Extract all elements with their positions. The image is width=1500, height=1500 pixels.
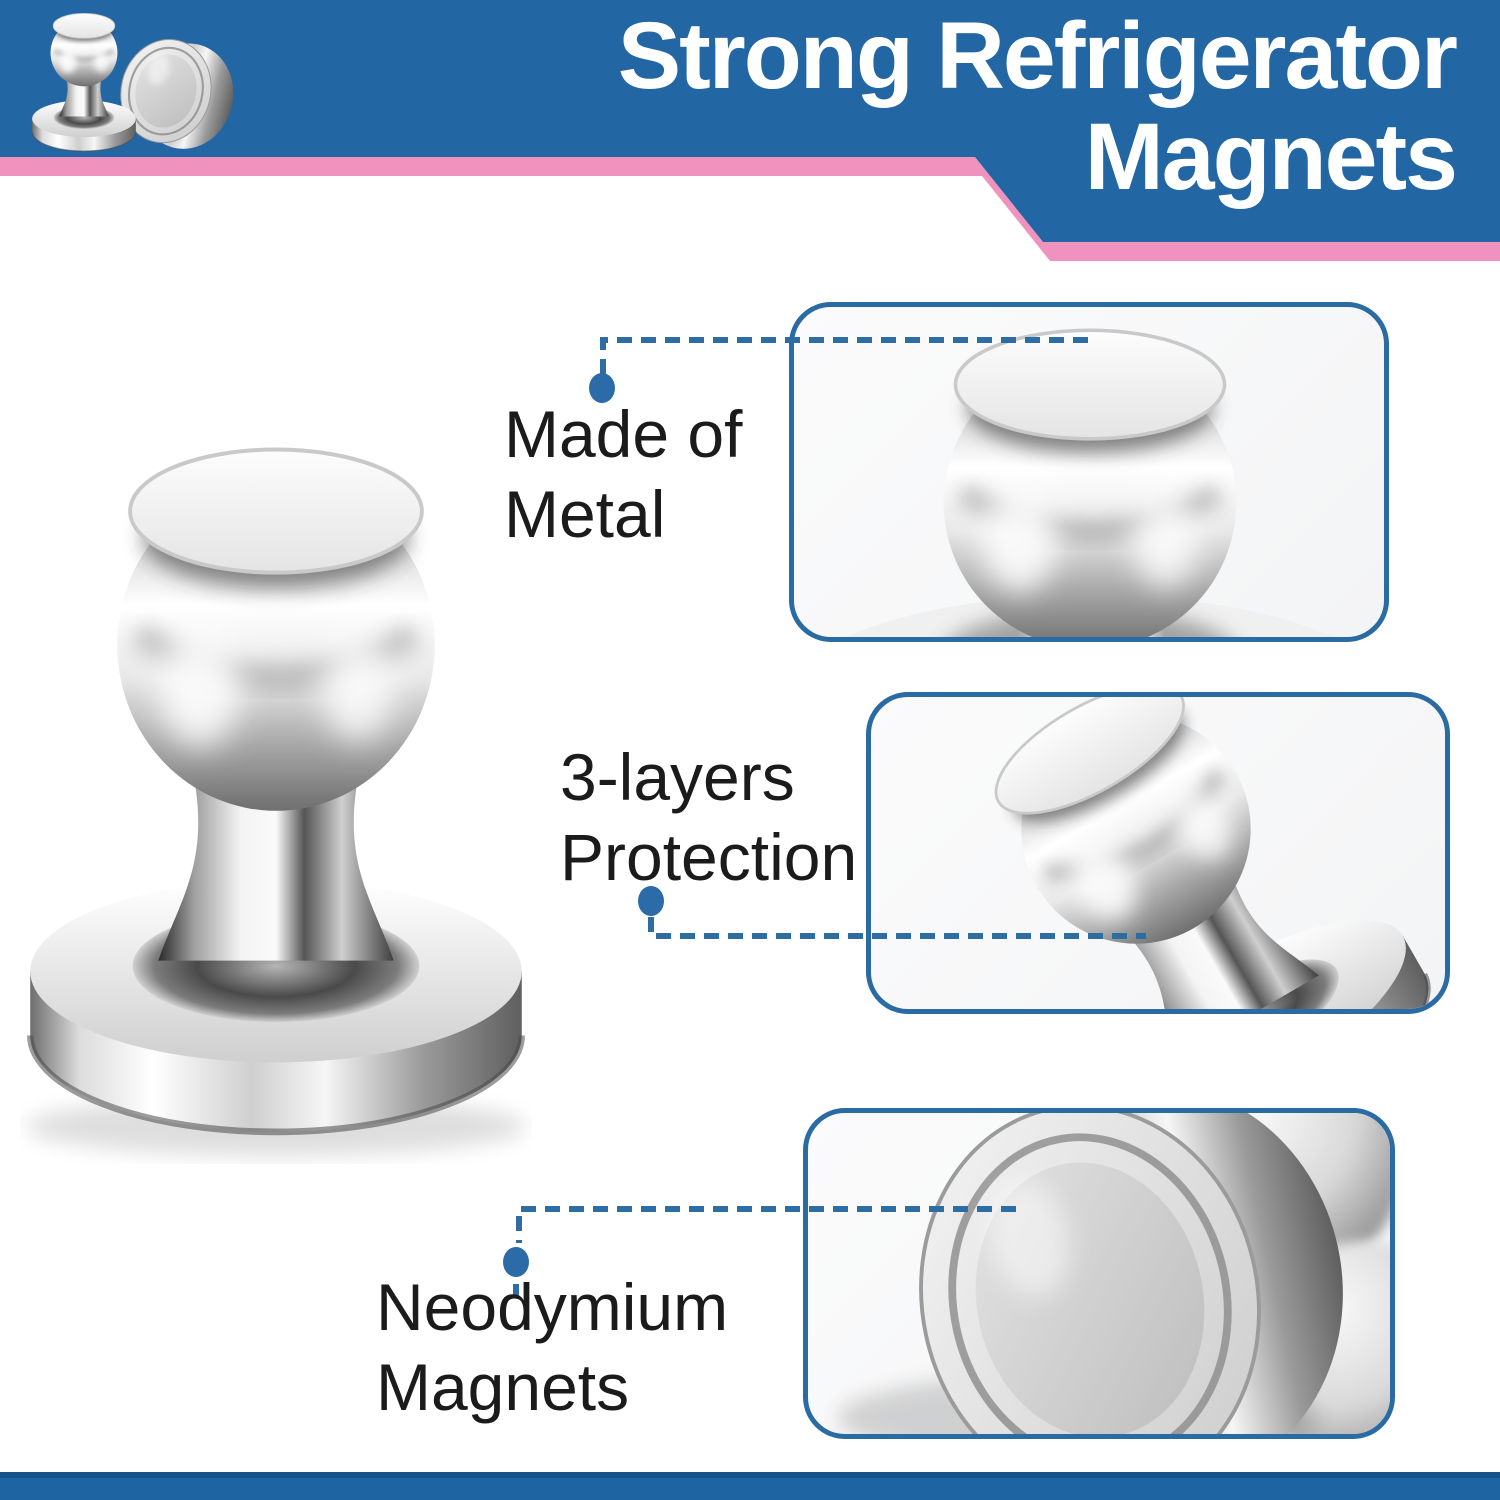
feature-panel-metal [789, 302, 1389, 642]
header-product-thumb [18, 0, 258, 160]
callout-label-line: 3-layers [560, 740, 795, 814]
page-title-line2: Magnets [1084, 104, 1458, 210]
page-title: Strong Refrigerator Magnets [617, 3, 1458, 210]
magnet-base-photo [838, 1113, 1390, 1434]
page-title-line1: Strong Refrigerator [617, 3, 1458, 109]
callout-label-protection: 3-layers Protection [560, 737, 857, 897]
callout-label-neodymium: Neodymium Magnets [376, 1267, 728, 1427]
magnet-body-photo [871, 697, 1445, 1009]
feature-panel-neodymium [803, 1108, 1395, 1439]
feature-panel-protection [866, 692, 1450, 1014]
callout-label-line: Protection [560, 820, 858, 894]
pushpin-magnet-icon [32, 13, 136, 151]
header-pink-stripe [0, 157, 1500, 261]
header-banner [0, 0, 1500, 261]
footer-stripe [0, 1472, 1500, 1500]
main-product-photo [20, 388, 532, 1156]
magnet-head-photo [846, 307, 1334, 637]
header-blue-banner [0, 0, 1500, 242]
callout-label-line: Neodymium [376, 1270, 729, 1344]
callout-label-line: Magnets [376, 1350, 630, 1424]
callout-label-line: Made of [504, 397, 743, 471]
callout-label-line: Metal [504, 477, 666, 551]
callout-label-metal: Made of Metal [504, 394, 742, 554]
